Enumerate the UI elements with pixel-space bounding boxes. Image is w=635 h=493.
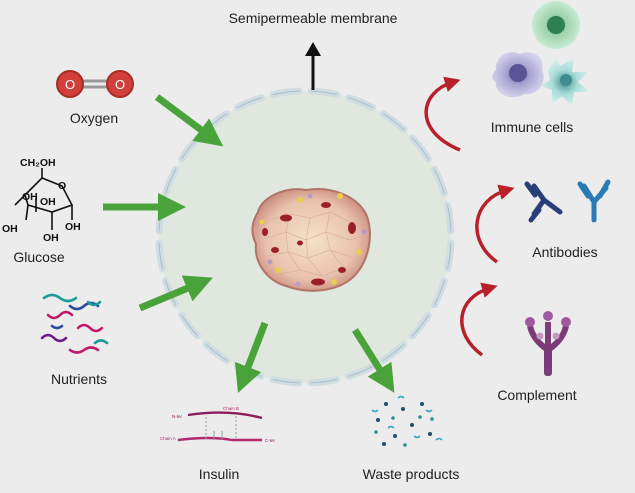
glucose-oh-label: OH bbox=[22, 191, 38, 203]
glucose-oh-label: OH bbox=[40, 196, 56, 208]
insulin-label: Insulin bbox=[198, 466, 240, 482]
membrane-segment-outline bbox=[433, 168, 445, 194]
membrane-segment-outline bbox=[310, 90, 338, 95]
membrane-segment-outline bbox=[382, 113, 405, 130]
waste-particles-icon bbox=[371, 395, 443, 447]
membrane-segment-outline bbox=[348, 97, 374, 109]
glucose-oh-label: OH bbox=[2, 223, 18, 235]
membrane-segment-outline bbox=[412, 137, 429, 160]
membrane-arrow-icon bbox=[305, 42, 321, 90]
membrane-segment-outline bbox=[412, 314, 429, 337]
oxygen-inflow-arrow bbox=[154, 94, 224, 147]
insulin-chain-a-label: Chain A bbox=[160, 436, 176, 441]
insulin-chains-icon: Chain B Chain A N-ter C-ter bbox=[160, 406, 276, 443]
nutrients-inflow-arrow bbox=[138, 275, 213, 312]
membrane-segment-outline bbox=[236, 97, 262, 109]
oxygen-atom-label: O bbox=[65, 77, 75, 92]
membrane-segment-outline bbox=[433, 280, 445, 306]
semipermeable-membrane-label: Semipermeable membrane bbox=[228, 10, 398, 26]
nutrients-label: Nutrients bbox=[50, 371, 108, 387]
membrane-segment-outline bbox=[272, 379, 300, 384]
immune-cells-blocked-arrow bbox=[424, 76, 461, 152]
insulin-outflow-arrow bbox=[234, 321, 269, 394]
glucose-ch2oh-label: CH₂OH bbox=[20, 157, 56, 169]
antibodies-blocked-arrow bbox=[475, 184, 515, 264]
islet-cluster-icon bbox=[251, 188, 371, 292]
oxygen-molecule-icon: O O bbox=[56, 70, 134, 98]
immune-cells-icon bbox=[492, 1, 590, 106]
glucose-structure-icon: CH₂OH O OH OH OH OH OH bbox=[2, 157, 81, 244]
glucose-oh-label: OH bbox=[43, 232, 59, 244]
glucose-oh-label: OH bbox=[65, 221, 81, 233]
waste-products-label: Waste products bbox=[362, 466, 460, 482]
glucose-ring-o-label: O bbox=[58, 180, 66, 192]
membrane-segment-outline bbox=[447, 204, 452, 232]
antibodies-label: Antibodies bbox=[532, 244, 598, 260]
insulin-c-ter-label: C-ter bbox=[265, 438, 276, 443]
oxygen-atom-label: O bbox=[115, 77, 125, 92]
membrane-segment-outline bbox=[181, 314, 198, 337]
membrane-segment-outline bbox=[310, 379, 338, 384]
complement-protein-icon bbox=[525, 311, 571, 376]
inflow-arrows bbox=[103, 94, 395, 394]
nutrient-strands-icon bbox=[40, 293, 109, 354]
complement-label: Complement bbox=[497, 387, 577, 403]
membrane-segment-outline bbox=[447, 242, 452, 270]
waste-outflow-arrow bbox=[352, 328, 395, 393]
glucose-label: Glucose bbox=[13, 249, 65, 265]
insulin-chain-b-label: Chain B bbox=[223, 406, 239, 411]
oxygen-label: Oxygen bbox=[69, 110, 119, 126]
membrane-segment-outline bbox=[205, 344, 228, 361]
membrane-segment-outline bbox=[272, 90, 300, 95]
immune-cells-label: Immune cells bbox=[490, 119, 574, 135]
blocked-arrows bbox=[424, 76, 515, 357]
membrane-segment-outline bbox=[382, 344, 405, 361]
complement-blocked-arrow bbox=[460, 282, 498, 357]
antibody-icon bbox=[524, 179, 611, 223]
membrane-segment-outline bbox=[158, 242, 163, 270]
insulin-n-ter-label: N-ter bbox=[172, 414, 183, 419]
